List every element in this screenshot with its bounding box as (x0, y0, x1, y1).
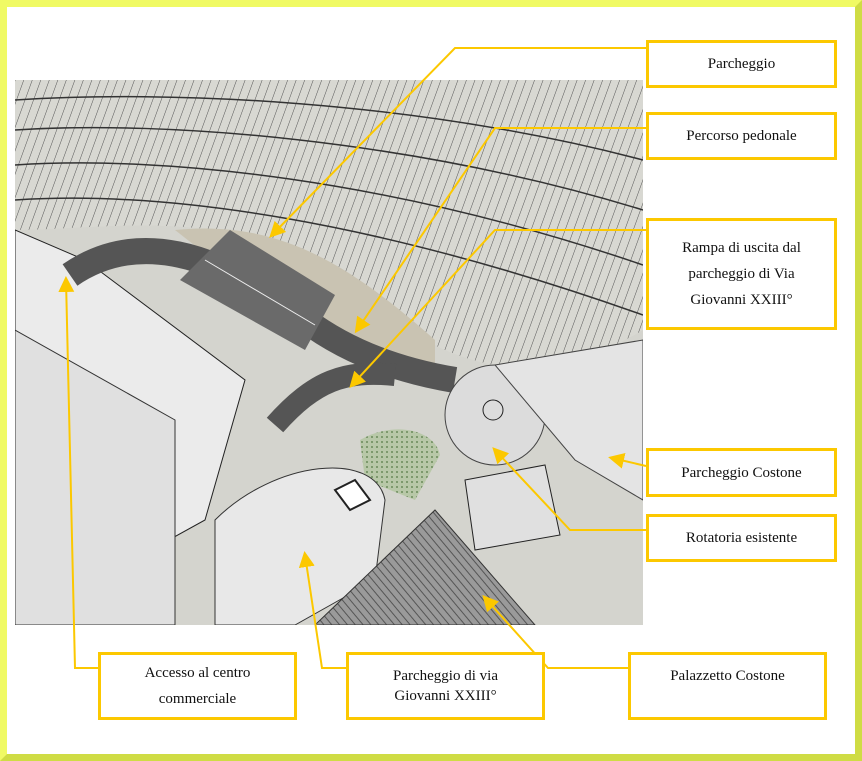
label-parcheggio-costone: Parcheggio Costone (646, 448, 837, 497)
label-palazzetto-costone: Palazzetto Costone (628, 652, 827, 720)
label-parcheggio-via-giovanni: Parcheggio di via Giovanni XXIII° (346, 652, 545, 720)
label-parcheggio: Parcheggio (646, 40, 837, 88)
label-rampa-uscita: Rampa di uscita dal parcheggio di Via Gi… (646, 218, 837, 330)
label-percorso-pedonale: Percorso pedonale (646, 112, 837, 160)
label-rotatoria-esistente: Rotatoria esistente (646, 514, 837, 562)
label-accesso-centro-commerciale: Accesso al centro commerciale (98, 652, 297, 720)
